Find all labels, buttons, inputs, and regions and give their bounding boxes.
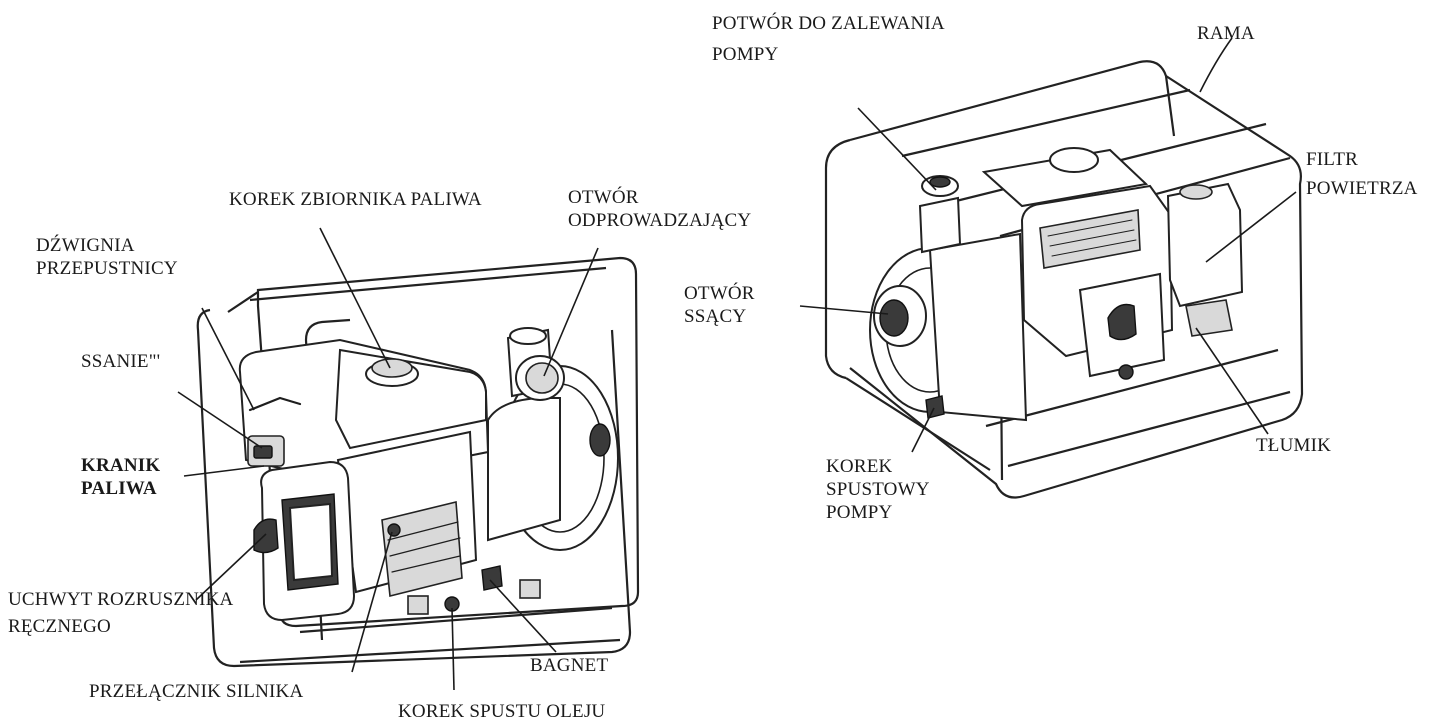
label-dzwignia-przepustnicy: DŹWIGNIA PRZEPUSTNICY <box>36 235 178 279</box>
label-kranik-paliwa: KRANIK PALIWA <box>81 455 161 499</box>
label-uchwyt-rozrusznika: UCHWYT ROZRUSZNIKA RĘCZNEGO <box>8 589 234 637</box>
label-otwor-do-zalewania-pompy: POTWÓR DO ZALEWANIA POMPY <box>712 13 945 65</box>
label-ssanie: SSANIE"' <box>81 351 161 372</box>
label-przelacznik-silnika: PRZEŁĄCZNIK SILNIKA <box>89 681 304 702</box>
label-tlumik: TŁUMIK <box>1256 435 1332 456</box>
label-otwor-odprowadzajacy: OTWÓR ODPROWADZAJĄCY <box>568 187 752 231</box>
label-rama: RAMA <box>1197 23 1255 44</box>
label-korek-zbiornika-paliwa: KOREK ZBIORNIKA PALIWA <box>229 189 482 210</box>
left-pump-drawing <box>196 256 640 668</box>
label-korek-spustu-oleju: KOREK SPUSTU OLEJU <box>398 701 606 722</box>
label-otwor-ssacy: OTWÓR SSĄCY <box>684 283 755 327</box>
leader-lines <box>177 37 1297 691</box>
label-filtr-powietrza: FILTR POWIETRZA <box>1306 149 1418 199</box>
label-korek-spustowy-pompy: KOREK SPUSTOWY POMPY <box>826 456 930 523</box>
right-pump-drawing <box>824 60 1304 499</box>
label-bagnet: BAGNET <box>530 655 609 676</box>
